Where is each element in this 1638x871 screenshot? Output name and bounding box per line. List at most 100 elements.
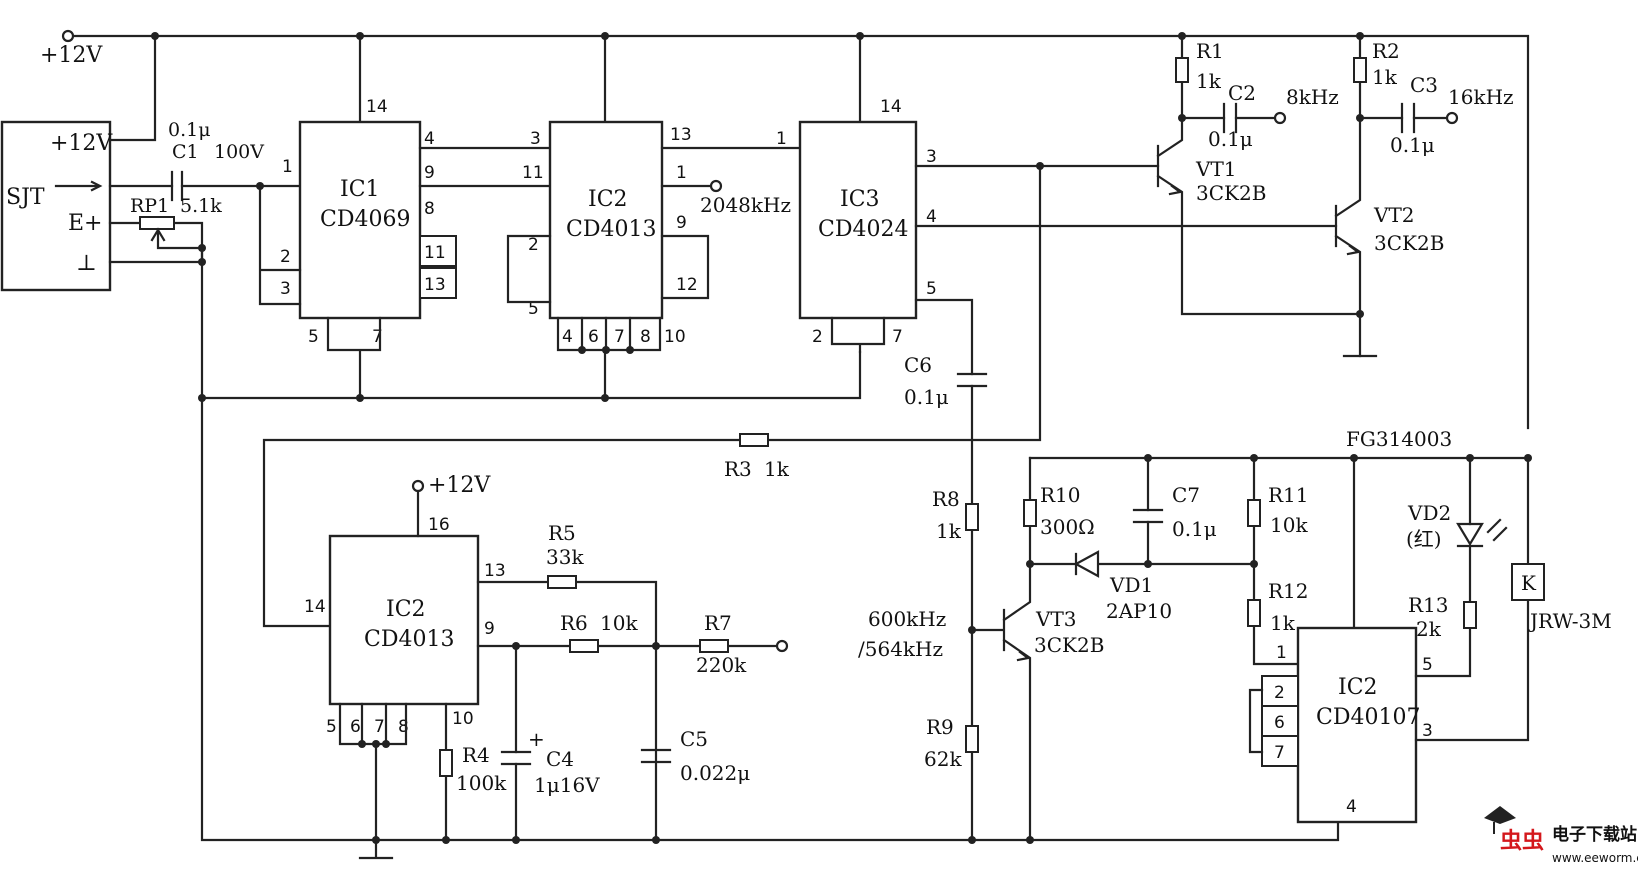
svg-text:5: 5 [326,717,337,737]
r6-value: 10k [600,611,638,635]
r5-value: 33k [546,545,584,569]
svg-text:8: 8 [398,717,409,737]
vt3-part: 3CK2B [1034,633,1104,657]
vt1-name: VT1 [1195,157,1237,181]
c1-name: C1 [172,141,199,163]
svg-text:4: 4 [424,129,435,149]
capacitor-c7 [1132,508,1164,524]
relay-k [1511,563,1545,601]
transistor-vt1 [1156,116,1362,316]
capacitor-c3 [1400,102,1416,134]
sjt-box [0,120,112,292]
c4-plus: + [528,727,545,751]
relay-k-part: JRW-3M [1528,609,1612,633]
svg-text:4: 4 [1346,797,1357,817]
r5-name: R5 [548,521,576,545]
svg-text:1: 1 [676,163,687,183]
r10-value: 300Ω [1040,515,1095,539]
svg-text:5: 5 [308,327,319,347]
potentiometer-rp1 [139,216,175,230]
resistor-r13 [1463,601,1477,629]
diode-vd1 [1073,550,1256,578]
ic3-box [798,120,918,320]
svg-text:3: 3 [280,279,291,299]
resistor-r3 [739,433,769,447]
r3-value: 1k [764,457,790,481]
resistor-r10 [1023,499,1037,527]
svg-text:3: 3 [926,147,937,167]
vd2-name: VD2 [1407,501,1451,525]
supply-terminal-2 [411,479,425,493]
resistor-r2 [1353,57,1367,83]
fg314003-label: FG314003 [1346,427,1452,451]
c7-value: 0.1μ [1172,517,1217,541]
svg-text:8: 8 [640,327,651,347]
capacitor-c2 [1222,102,1238,134]
c4-value: 1μ16V [534,773,600,797]
supply-label-2: +12V [428,473,491,498]
ic2c-name: IC2 [1338,675,1378,700]
r7-name: R7 [704,611,732,635]
ic3-name: IC3 [840,187,880,212]
svg-text:14: 14 [366,97,388,117]
svg-text:6: 6 [588,327,599,347]
transistor-vt2 [1334,116,1362,358]
ic2c-box [1296,626,1418,824]
c7-name: C7 [1172,483,1200,507]
r4-value: 100k [456,771,507,795]
svg-text:5: 5 [1422,655,1433,675]
watermark-logo: 虫虫 [1484,806,1544,854]
vd1-part: 2AP10 [1106,599,1172,623]
relay-k-name: K [1521,571,1537,595]
ic2a-part: CD4013 [566,217,656,242]
svg-text:8: 8 [424,199,435,219]
svg-text:1: 1 [1276,643,1287,663]
vt2-name: VT2 [1373,203,1415,227]
svg-text:1: 1 [282,157,293,177]
svg-text:6: 6 [1274,713,1285,733]
r10-name: R10 [1040,483,1081,507]
freq-16khz-label: 16kHz [1448,85,1514,109]
svg-text:7: 7 [892,327,903,347]
c2-value: 0.1μ [1208,127,1253,151]
capacitor-c6 [956,372,988,388]
svg-text:14: 14 [880,97,902,117]
ic1-part: CD4069 [320,207,410,232]
sjt-eplus-label: E+ [68,211,103,236]
svg-text:4: 4 [926,207,937,227]
svg-text:2: 2 [528,235,539,255]
vt3-freq2: /564kHz [858,637,943,661]
rp1-value: 5.1k [180,195,222,217]
output-16khz-terminal [1445,111,1459,125]
ic2b-part: CD4013 [364,627,454,652]
c3-name: C3 [1410,73,1438,97]
r7-value: 220k [696,653,747,677]
r2-value: 1k [1372,65,1398,89]
svg-text:11: 11 [522,163,544,183]
r13-value: 2k [1416,617,1442,641]
c2-name: C2 [1228,81,1256,105]
svg-text:11: 11 [424,243,446,263]
c4-name: C4 [546,747,574,771]
r8-value: 1k [936,519,962,543]
svg-text:5: 5 [528,299,539,319]
resistor-r4 [439,749,453,777]
svg-text:13: 13 [424,275,446,295]
resistor-r6 [569,639,599,653]
c1-value: 0.1μ [168,119,211,141]
r1-value: 1k [1196,69,1222,93]
resistor-r5 [547,575,577,589]
resistor-r12 [1247,599,1261,627]
svg-text:10: 10 [452,709,474,729]
svg-text:5: 5 [926,279,937,299]
capacitor-c5 [640,748,672,764]
freq-8khz-label: 8kHz [1286,85,1339,109]
ic3-part: CD4024 [818,217,908,242]
top-supply-rail [153,34,1530,430]
svg-text:4: 4 [562,327,573,347]
resistor-r11 [1247,499,1261,527]
output-2048khz-terminal [709,179,723,193]
svg-text:2: 2 [812,327,823,347]
svg-text:7: 7 [614,327,625,347]
vt3-freq1: 600kHz [868,607,946,631]
